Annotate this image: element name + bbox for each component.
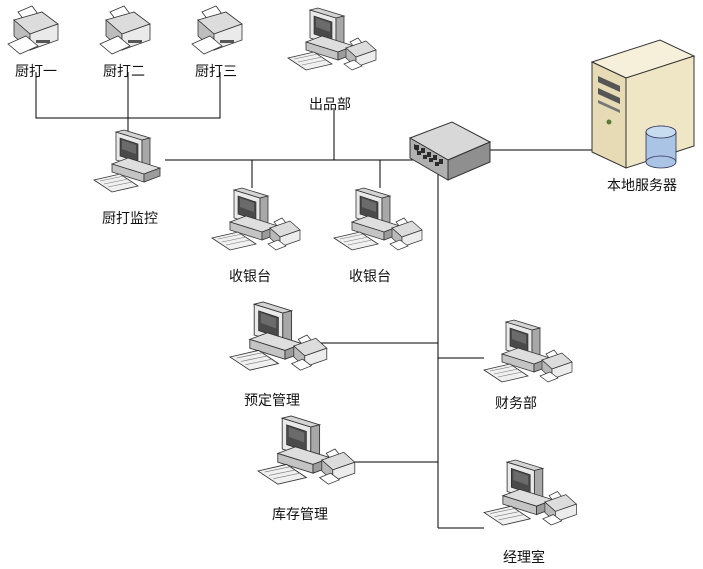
workstation-with-printer-icon — [334, 188, 422, 250]
network-switch-icon — [408, 121, 492, 181]
label-printer-kitchen-3: 厨打三 — [195, 64, 237, 80]
label-printer-kitchen-2: 厨打二 — [103, 64, 145, 80]
label-cashier-1: 收银台 — [229, 269, 271, 285]
label-cashier-2: 收银台 — [349, 269, 391, 285]
workstation-with-printer-icon — [288, 8, 376, 70]
label-dispatch-dept: 出品部 — [309, 97, 351, 113]
label-printer-kitchen-1: 厨打一 — [15, 64, 57, 80]
workstation-with-printer-icon — [212, 188, 300, 250]
workstation-with-printer-icon — [484, 320, 572, 382]
workstation-with-printer-icon — [230, 302, 327, 370]
label-finance-dept: 财务部 — [495, 396, 537, 412]
desktop-computer-icon — [93, 129, 161, 193]
printer-icon — [99, 5, 151, 55]
label-inventory-mgmt: 库存管理 — [272, 507, 328, 523]
workstation-with-printer-icon — [258, 416, 355, 484]
label-manager-office: 经理室 — [503, 550, 545, 566]
server-tower-icon — [590, 39, 696, 169]
label-local-server: 本地服务器 — [607, 178, 677, 194]
label-kitchen-monitor: 厨打监控 — [102, 211, 158, 227]
printer-icon — [7, 5, 59, 55]
connection-lines — [35, 72, 592, 529]
label-reservation-mgmt: 预定管理 — [244, 393, 300, 409]
printer-icon — [191, 5, 243, 55]
workstation-with-printer-icon — [484, 460, 576, 525]
